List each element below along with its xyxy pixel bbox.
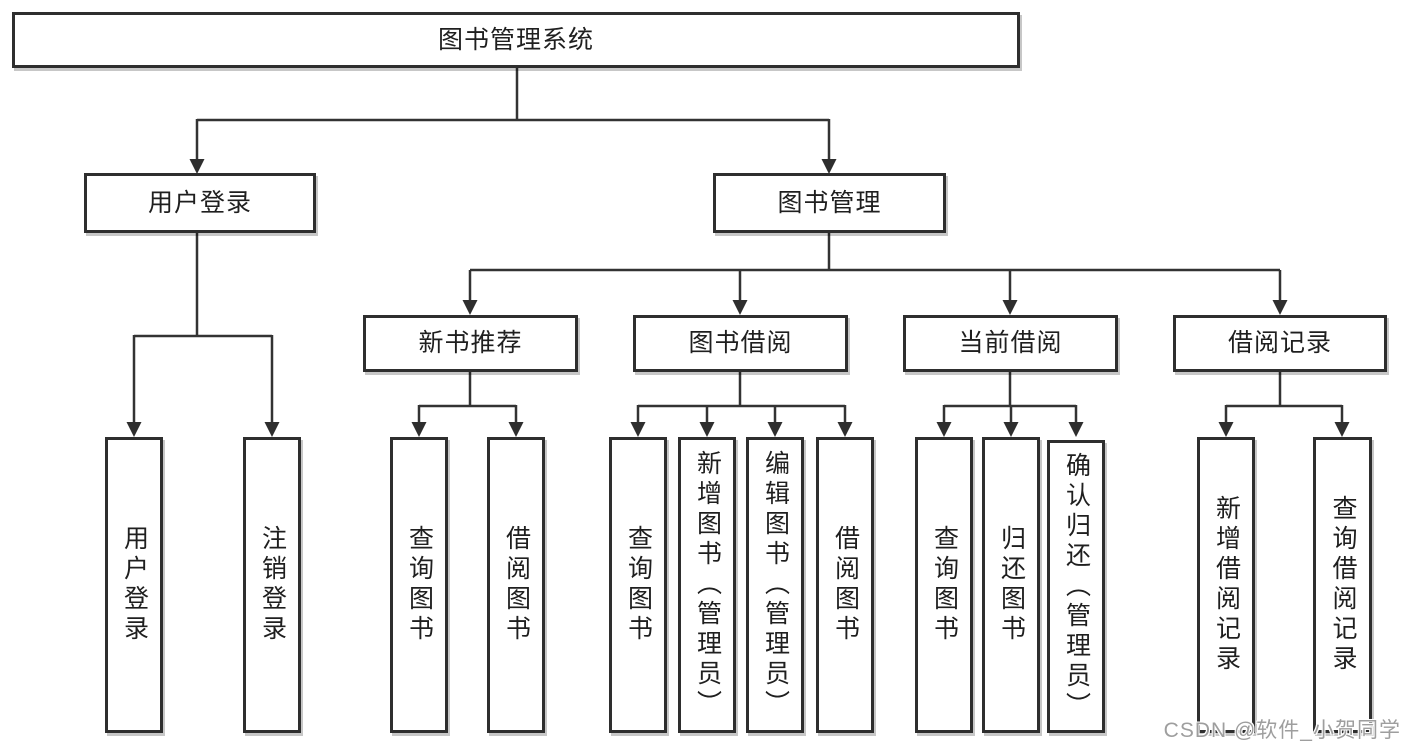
tree-arrows — [126, 119, 1350, 437]
tree-rails — [134, 68, 1342, 408]
node-book-management: 图书管理 — [713, 173, 946, 233]
node-book-borrow: 图书借阅 — [633, 315, 848, 372]
node-root: 图书管理系统 — [12, 12, 1020, 68]
node-borrow-records: 借阅记录 — [1173, 315, 1387, 372]
leaf-add-books-admin: 新增图书（管理员） — [678, 437, 736, 733]
leaf-borrow-books: 借阅图书 — [487, 437, 545, 733]
leaf-query-borrow-record: 查询借阅记录 — [1313, 437, 1372, 733]
node-new-book-recommend: 新书推荐 — [363, 315, 578, 372]
leaf-query-books: 查询图书 — [915, 437, 973, 733]
leaf-user-login: 用户登录 — [105, 437, 163, 733]
csdn-watermark: CSDN @软件_小贺同学 — [1163, 719, 1401, 742]
leaf-query-books: 查询图书 — [609, 437, 667, 733]
node-user-login: 用户登录 — [84, 173, 316, 233]
leaf-confirm-return-admin: 确认归还（管理员） — [1047, 440, 1105, 733]
leaf-return-books: 归还图书 — [982, 437, 1040, 733]
leaf-borrow-books: 借阅图书 — [816, 437, 874, 733]
node-current-borrow: 当前借阅 — [903, 315, 1118, 372]
leaf-query-books: 查询图书 — [390, 437, 448, 733]
leaf-edit-books-admin: 编辑图书（管理员） — [746, 437, 804, 733]
leaf-logout: 注销登录 — [243, 437, 301, 733]
leaf-add-borrow-record: 新增借阅记录 — [1197, 437, 1255, 733]
